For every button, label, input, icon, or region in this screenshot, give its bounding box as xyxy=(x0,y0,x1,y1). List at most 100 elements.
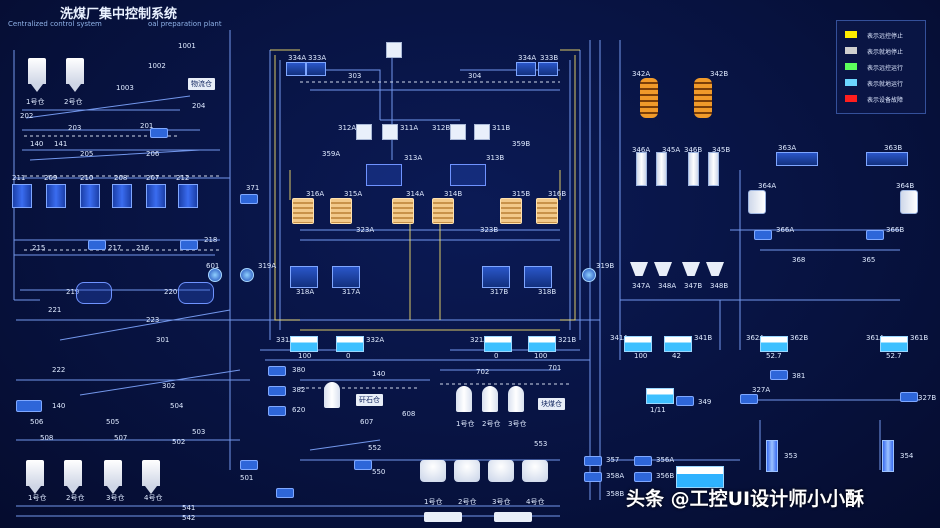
pump-motor[interactable] xyxy=(676,396,694,406)
cyclone[interactable] xyxy=(630,262,648,276)
filter-press[interactable] xyxy=(432,198,454,224)
product-silo[interactable] xyxy=(26,460,44,494)
feeder[interactable] xyxy=(538,62,558,76)
conveyor-motor[interactable] xyxy=(88,240,106,250)
clean-coal-silo[interactable] xyxy=(456,386,472,412)
flotation-column[interactable] xyxy=(636,152,647,186)
filter-press[interactable] xyxy=(330,198,352,224)
filter-press[interactable] xyxy=(392,198,414,224)
screening-bin[interactable] xyxy=(178,184,198,208)
filter-press[interactable] xyxy=(536,198,558,224)
thickener[interactable] xyxy=(748,190,766,214)
pump-601[interactable] xyxy=(208,268,222,282)
equipment-label: 203 xyxy=(68,124,82,132)
clean-coal-silo[interactable] xyxy=(482,386,498,412)
screening-bin[interactable] xyxy=(112,184,132,208)
round-silo[interactable] xyxy=(454,460,480,482)
centrifuge[interactable] xyxy=(482,266,510,288)
screening-bin[interactable] xyxy=(80,184,100,208)
circulating-water-pool[interactable] xyxy=(676,466,724,488)
cyclone[interactable] xyxy=(706,262,724,276)
cyclone[interactable] xyxy=(682,262,700,276)
cooling-tower[interactable] xyxy=(766,440,778,472)
pump-319b[interactable] xyxy=(582,268,596,282)
screening-bin[interactable] xyxy=(12,184,32,208)
cyclone[interactable] xyxy=(654,262,672,276)
pump-motor[interactable] xyxy=(754,230,772,240)
truck xyxy=(424,512,462,522)
motor-371[interactable] xyxy=(240,194,258,204)
flotation-column[interactable] xyxy=(688,152,699,186)
legend-swatch xyxy=(845,79,857,86)
warehouse-tag[interactable]: 物流仓 xyxy=(188,78,215,90)
warehouse-tag[interactable]: 块煤仓 xyxy=(538,398,565,410)
round-silo[interactable] xyxy=(522,460,548,482)
hopper[interactable] xyxy=(474,124,490,140)
pump-motor[interactable] xyxy=(268,386,286,396)
gangue-silo[interactable] xyxy=(324,382,340,408)
crusher-220[interactable] xyxy=(178,282,214,304)
water-tank[interactable] xyxy=(624,336,652,352)
cooling-tower[interactable] xyxy=(882,440,894,472)
spiral-classifier[interactable] xyxy=(640,78,658,118)
conveyor-motor[interactable] xyxy=(150,128,168,138)
dewatering-screen[interactable] xyxy=(866,152,908,166)
pump-motor[interactable] xyxy=(584,472,602,482)
jig-313b[interactable] xyxy=(450,164,486,186)
crusher-219[interactable] xyxy=(76,282,112,304)
feeder[interactable] xyxy=(516,62,536,76)
pump-motor[interactable] xyxy=(770,370,788,380)
motor-140[interactable] xyxy=(16,400,42,412)
product-silo[interactable] xyxy=(142,460,160,494)
feeder[interactable] xyxy=(306,62,326,76)
round-silo[interactable] xyxy=(420,460,446,482)
raw-coal-silo[interactable] xyxy=(66,58,84,92)
conveyor-motor[interactable] xyxy=(180,240,198,250)
slurry-tank[interactable] xyxy=(336,336,364,352)
centrifuge[interactable] xyxy=(524,266,552,288)
hopper[interactable] xyxy=(356,124,372,140)
clarified-water-tank[interactable] xyxy=(880,336,908,352)
conveyor-motor[interactable] xyxy=(240,460,258,470)
product-silo[interactable] xyxy=(104,460,122,494)
flotation-column[interactable] xyxy=(656,152,667,186)
pump-motor[interactable] xyxy=(268,406,286,416)
dewatering-screen[interactable] xyxy=(776,152,818,166)
warehouse-tag[interactable]: 矸石仓 xyxy=(356,394,383,406)
feeder[interactable] xyxy=(286,62,306,76)
raw-coal-silo[interactable] xyxy=(28,58,46,92)
filter-press[interactable] xyxy=(292,198,314,224)
clean-coal-silo[interactable] xyxy=(508,386,524,412)
hopper[interactable] xyxy=(382,124,398,140)
screening-bin[interactable] xyxy=(46,184,66,208)
conveyor-motor[interactable] xyxy=(354,460,372,470)
product-silo[interactable] xyxy=(64,460,82,494)
thickener[interactable] xyxy=(900,190,918,214)
pump-motor[interactable] xyxy=(900,392,918,402)
hopper[interactable] xyxy=(450,124,466,140)
screening-bin[interactable] xyxy=(146,184,166,208)
medium-tank[interactable] xyxy=(646,388,674,404)
equipment-label: 140 xyxy=(372,370,386,378)
filter-press[interactable] xyxy=(500,198,522,224)
slurry-tank[interactable] xyxy=(484,336,512,352)
round-silo[interactable] xyxy=(488,460,514,482)
pump-motor[interactable] xyxy=(634,472,652,482)
conveyor-motor[interactable] xyxy=(276,488,294,498)
centrifuge[interactable] xyxy=(332,266,360,288)
pump-motor[interactable] xyxy=(584,456,602,466)
pump-motor[interactable] xyxy=(268,366,286,376)
pump-motor[interactable] xyxy=(866,230,884,240)
pump-319a[interactable] xyxy=(240,268,254,282)
spiral-classifier[interactable] xyxy=(694,78,712,118)
flotation-column[interactable] xyxy=(708,152,719,186)
centrifuge[interactable] xyxy=(290,266,318,288)
pump-motor[interactable] xyxy=(740,394,758,404)
slurry-tank[interactable] xyxy=(528,336,556,352)
slurry-tank[interactable] xyxy=(290,336,318,352)
water-tank[interactable] xyxy=(664,336,692,352)
distributor[interactable] xyxy=(386,42,402,58)
pump-motor[interactable] xyxy=(634,456,652,466)
jig-313a[interactable] xyxy=(366,164,402,186)
clarified-water-tank[interactable] xyxy=(760,336,788,352)
